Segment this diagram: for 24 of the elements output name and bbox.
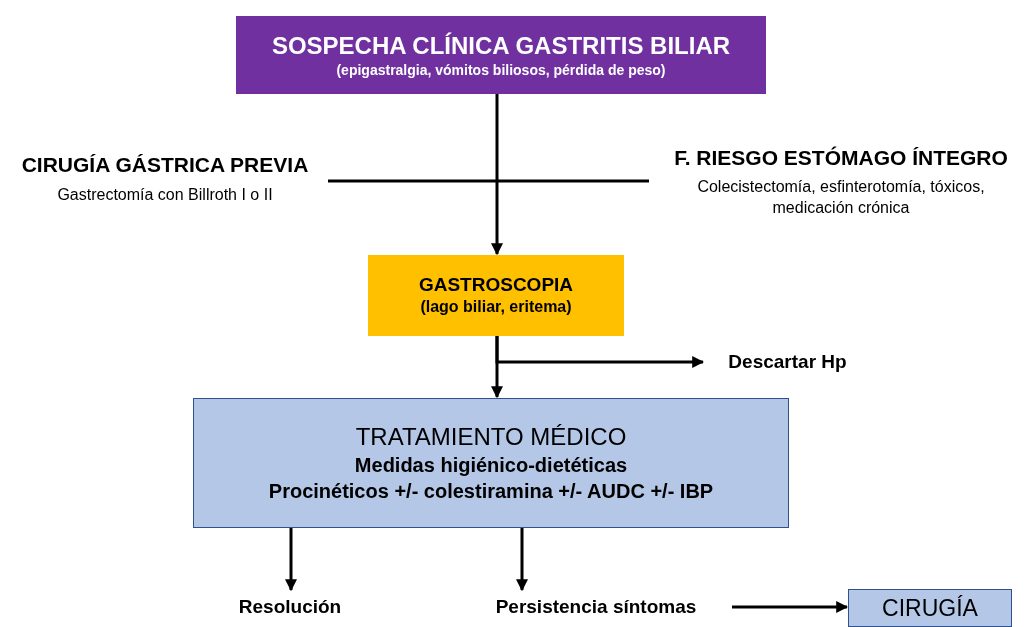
box-heading: TRATAMIENTO MÉDICO <box>355 422 627 452</box>
box-heading: GASTROSCOPIA <box>418 273 574 297</box>
box-subtext: (lago biliar, eritema) <box>420 296 572 317</box>
box-text: Procinéticos +/- colestiramina +/- AUDC +/- IBP <box>268 479 714 504</box>
step-text: Descartar Hp <box>728 350 847 374</box>
process-box <box>236 16 766 94</box>
condition-heading: F. RIESGO ESTÓMAGO ÍNTEGRO <box>674 145 1008 172</box>
condition-text: Colecistectomía, esfinterotomía, tóxicos, medicación crónica <box>696 177 986 219</box>
outcome-text: Resolución <box>238 595 342 619</box>
condition-text: Gastrectomía con Billroth I o II <box>57 184 273 205</box>
arrow <box>285 528 297 592</box>
arrow <box>732 601 849 613</box>
condition-heading: CIRUGÍA GÁSTRICA PREVIA <box>21 152 309 179</box>
outcome-text: Persistencia síntomas <box>495 595 697 619</box>
process-box <box>848 589 1012 627</box>
arrow <box>491 94 503 256</box>
box-subtext: (epigastralgia, vómitos biliosos, pérdida de peso) <box>336 60 666 80</box>
process-box <box>193 398 789 528</box>
box-heading: CIRUGÍA <box>882 593 978 623</box>
box-text: Medidas higiénico-dietéticas <box>354 453 628 478</box>
arrow <box>495 336 705 368</box>
arrow <box>516 528 528 592</box>
box-heading: SOSPECHA CLÍNICA GASTRITIS BILIAR <box>271 30 731 61</box>
process-box <box>368 255 624 336</box>
